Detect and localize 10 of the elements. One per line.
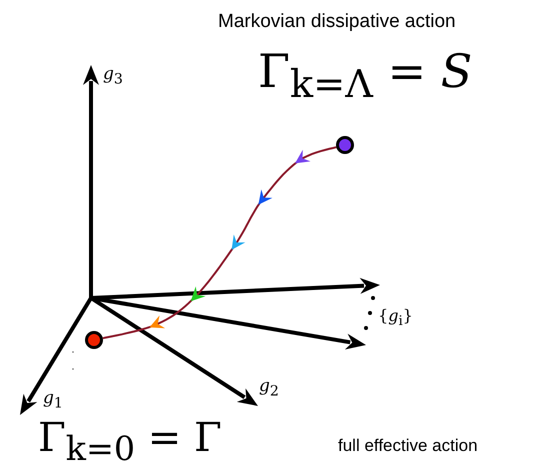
axis-label: g$_{1}$ bbox=[43, 390, 63, 411]
axis-label: g$_{3}$ bbox=[103, 66, 123, 87]
caption-text: Markovian dissipative action bbox=[218, 12, 456, 31]
start-point-marker bbox=[336, 136, 354, 154]
formula-text: Γ$_{k=0}$ = Γ bbox=[38, 418, 222, 466]
axis-label: g$_{2}$ bbox=[259, 378, 279, 399]
axis-label: {g$_{i}$} bbox=[378, 308, 413, 329]
end-point-marker bbox=[85, 331, 103, 349]
caption-text: full effective action bbox=[338, 437, 478, 454]
formula-text: Γ$_{k=Λ}$ = S bbox=[258, 48, 472, 105]
